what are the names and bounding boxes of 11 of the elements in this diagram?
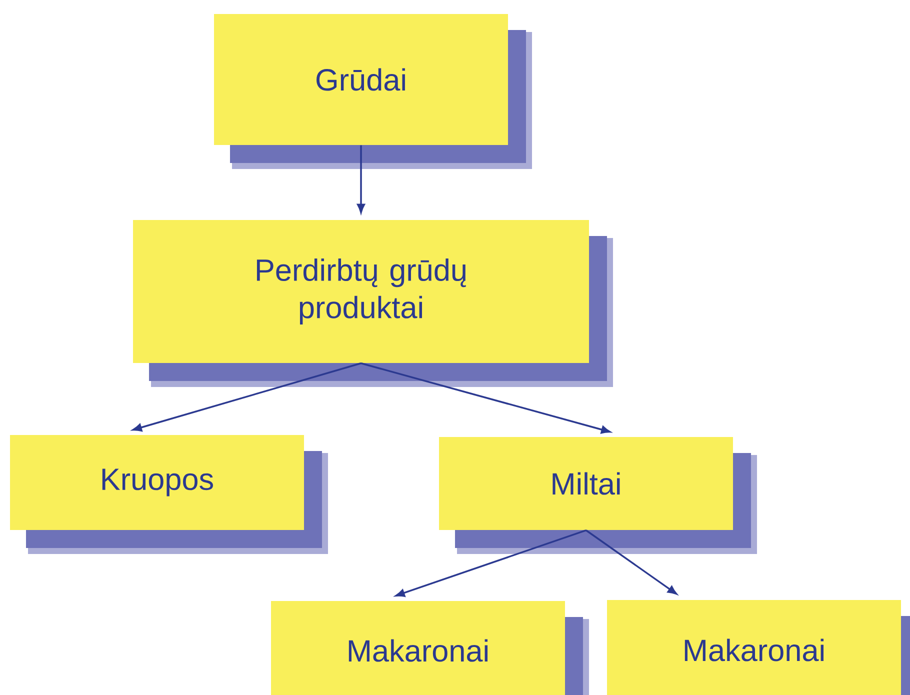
- arrow: [357, 145, 365, 214]
- arrow: [132, 362, 362, 432]
- process-box: Grūdai: [214, 14, 508, 145]
- arrow: [586, 530, 678, 595]
- process-box: Kruopos: [10, 435, 304, 530]
- arrow: [395, 529, 586, 597]
- process-box: Makaronai: [271, 601, 565, 695]
- process-box: Makaronai: [607, 600, 901, 695]
- arrow: [360, 362, 611, 434]
- process-box: Miltai: [439, 437, 733, 530]
- process-box: Perdirbtų grūdų produktai: [133, 220, 589, 363]
